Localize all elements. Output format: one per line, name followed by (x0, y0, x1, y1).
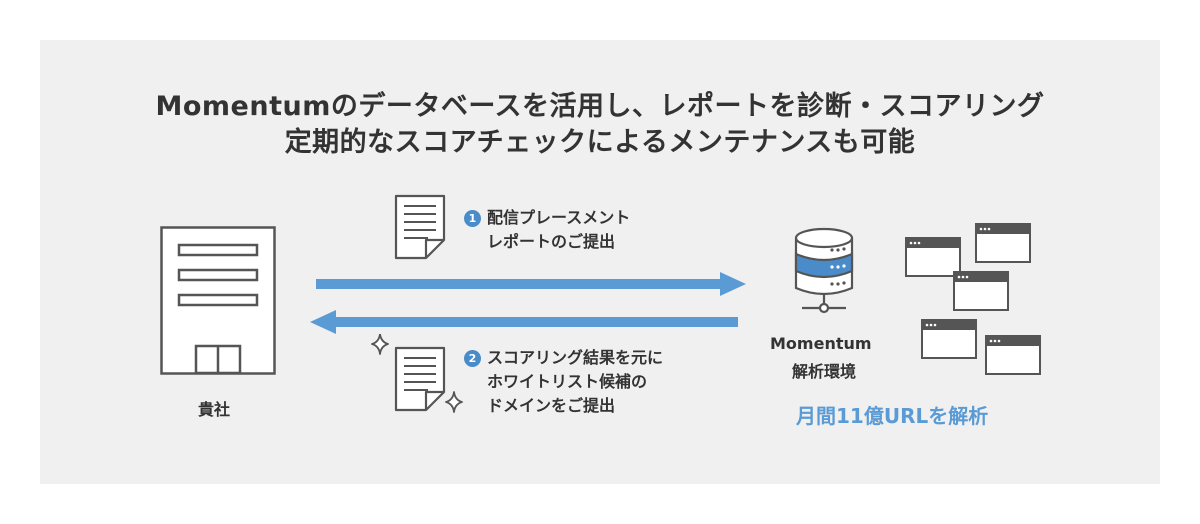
url-stat: 月間11億URLを解析 (796, 404, 989, 428)
step-2-line-1: スコアリング結果を元に (487, 348, 664, 367)
browser-window-icon (953, 271, 1009, 311)
building-icon (160, 226, 276, 375)
browser-window-icon (985, 335, 1041, 375)
browser-window-icon (921, 319, 977, 359)
step-2-line-2: ホワイトリスト候補の (487, 372, 648, 391)
headline-line-1: Momentumのデータベースを活用し、レポートを診断・スコアリング (155, 91, 1045, 122)
database-icon (794, 227, 854, 314)
step-2-line-3: ドメインをご提出 (487, 396, 616, 415)
arrow-left (310, 310, 738, 334)
step-1-line-2: レポートのご提出 (487, 232, 616, 251)
browser-window-icon (975, 223, 1031, 263)
server-sub: 解析環境 (792, 362, 857, 381)
sparkle-document-icon (371, 334, 463, 413)
headline-line-2: 定期的なスコアチェックによるメンテナンスも可能 (284, 127, 916, 158)
server-name: Momentum (770, 334, 872, 353)
step-2-text: 2 スコアリング結果を元に ホワイトリスト候補の ドメインをご提出 (464, 346, 663, 418)
step-1-badge: 1 (464, 210, 481, 227)
step-1-text: 1 配信プレースメント レポートのご提出 (464, 206, 630, 254)
client-label: 貴社 (198, 400, 231, 419)
browser-windows-group (905, 223, 1041, 375)
arrow-right (316, 272, 746, 296)
step-1-line-1: 配信プレースメント (487, 208, 631, 227)
step-2-badge: 2 (464, 350, 481, 367)
browser-window-icon (905, 237, 961, 277)
document-icon (394, 194, 446, 260)
